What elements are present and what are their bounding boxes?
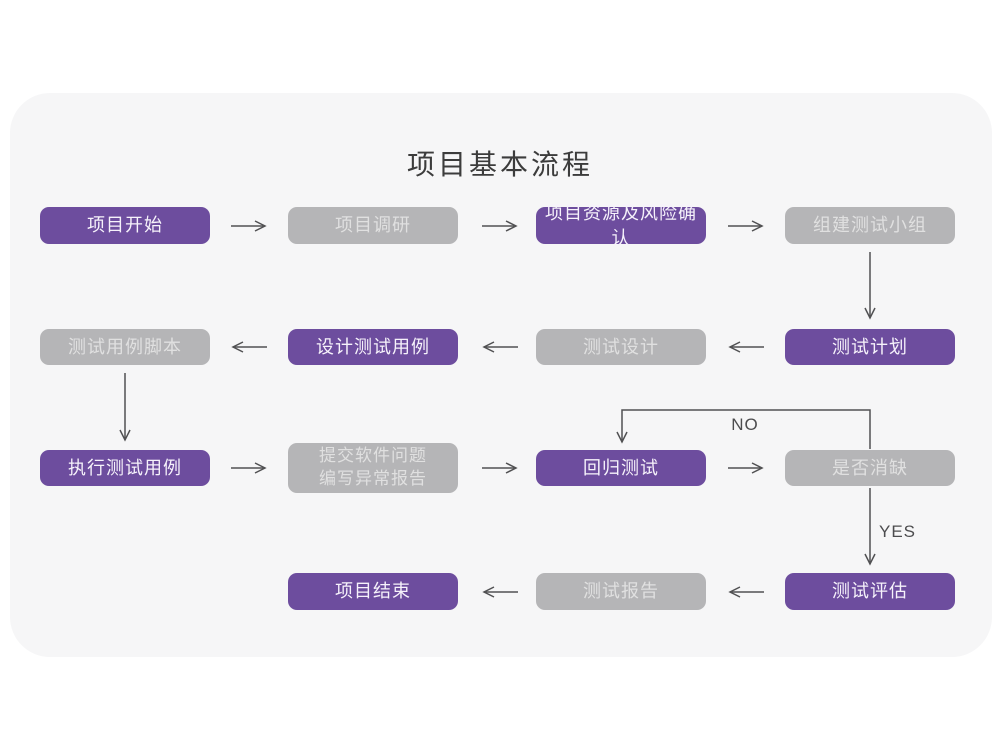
page-title: 项目基本流程 <box>406 149 593 180</box>
node-execute-test-case: 执行测试用例 <box>40 450 210 486</box>
node-regression-test: 回归测试 <box>536 450 706 486</box>
node-project-end: 项目结束 <box>288 573 458 610</box>
flowchart-card <box>10 93 992 657</box>
node-submit-issue-report: 提交软件问题 编写异常报告 <box>288 443 458 493</box>
node-test-evaluate: 测试评估 <box>785 573 955 610</box>
node-design-test-case: 设计测试用例 <box>288 329 458 365</box>
node-project-research: 项目调研 <box>288 207 458 244</box>
node-defect-cleared: 是否消缺 <box>785 450 955 486</box>
yes-branch-label: YES <box>879 522 917 541</box>
node-test-plan: 测试计划 <box>785 329 955 365</box>
node-build-test-team: 组建测试小组 <box>785 207 955 244</box>
node-test-report: 测试报告 <box>536 573 706 610</box>
node-project-start: 项目开始 <box>40 207 210 244</box>
node-test-case-script: 测试用例脚本 <box>40 329 210 365</box>
node-test-design: 测试设计 <box>536 329 706 365</box>
no-branch-label: NO <box>731 415 759 434</box>
node-resource-risk: 项目资源及风险确认 <box>536 203 706 248</box>
